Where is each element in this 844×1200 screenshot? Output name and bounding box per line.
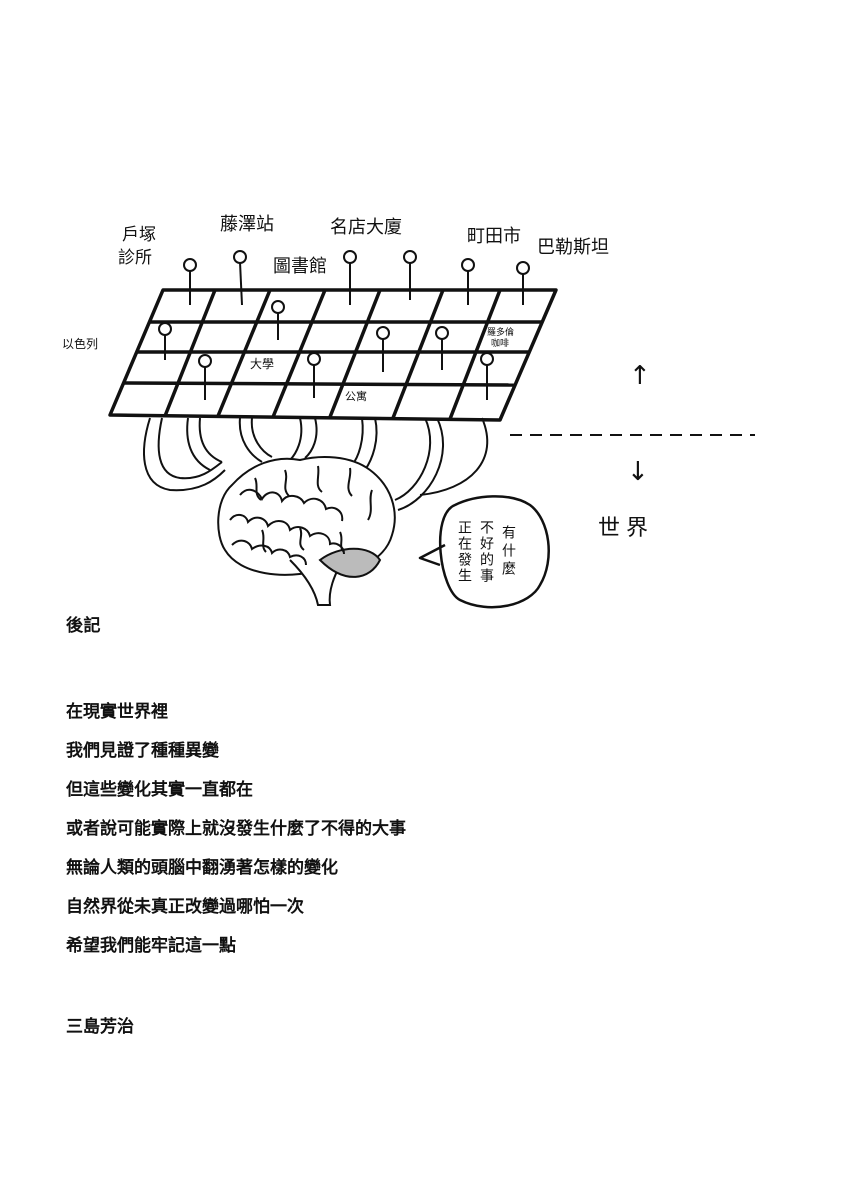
afterword-title: 後記 — [66, 616, 101, 636]
speech-bubble — [418, 495, 550, 609]
afterword-line: 我們見證了種種異變 — [66, 741, 219, 761]
label-pakistan: 巴勒斯坦 — [537, 237, 609, 258]
label-library: 圖書館 — [273, 256, 327, 277]
afterword-line: 自然界從未真正改變過哪怕一次 — [66, 897, 304, 917]
label-toronto-2: 咖啡 — [491, 337, 509, 349]
label-apartment: 公寓 — [345, 389, 367, 403]
map-brain-illustration: 戶塚 診所 藤澤站 圖書館 名店大廈 町田市 巴勒斯坦 以色列 羅多倫 咖啡 大… — [62, 214, 755, 609]
brain-drawing — [217, 456, 396, 606]
author-name: 三島芳治 — [66, 1017, 134, 1037]
label-israel: 以色列 — [62, 337, 98, 351]
bubble-text-col1: 有什麼 — [500, 525, 516, 579]
map-grid — [108, 288, 558, 422]
bubble-text-col2: 不好的事 — [478, 520, 494, 584]
afterword-line: 希望我們能牢記這一點 — [66, 936, 236, 956]
arrow-down-icon: ↓ — [627, 457, 649, 487]
label-machida: 町田市 — [467, 226, 521, 247]
afterword-line: 但這些變化其實一直都在 — [66, 780, 253, 800]
label-university: 大學 — [250, 357, 274, 371]
neural-tubes — [143, 417, 489, 511]
afterword-line: 或者說可能實際上就沒發生什麼了不得的大事 — [66, 819, 406, 839]
map-pins — [158, 250, 530, 400]
label-fujisawa: 藤澤站 — [220, 214, 274, 235]
bubble-text-col3: 正在發生 — [456, 520, 472, 584]
arrow-up-icon: ↑ — [629, 361, 651, 391]
label-clinic-2: 診所 — [118, 248, 152, 268]
label-toronto-1: 羅多倫 — [487, 326, 514, 338]
label-clinic-1: 戶塚 — [122, 225, 156, 245]
label-building: 名店大廈 — [330, 217, 402, 238]
afterword-line: 在現實世界裡 — [66, 702, 168, 722]
label-world: 世界 — [598, 516, 654, 541]
afterword-line: 無論人類的頭腦中翻湧著怎樣的變化 — [66, 858, 338, 878]
